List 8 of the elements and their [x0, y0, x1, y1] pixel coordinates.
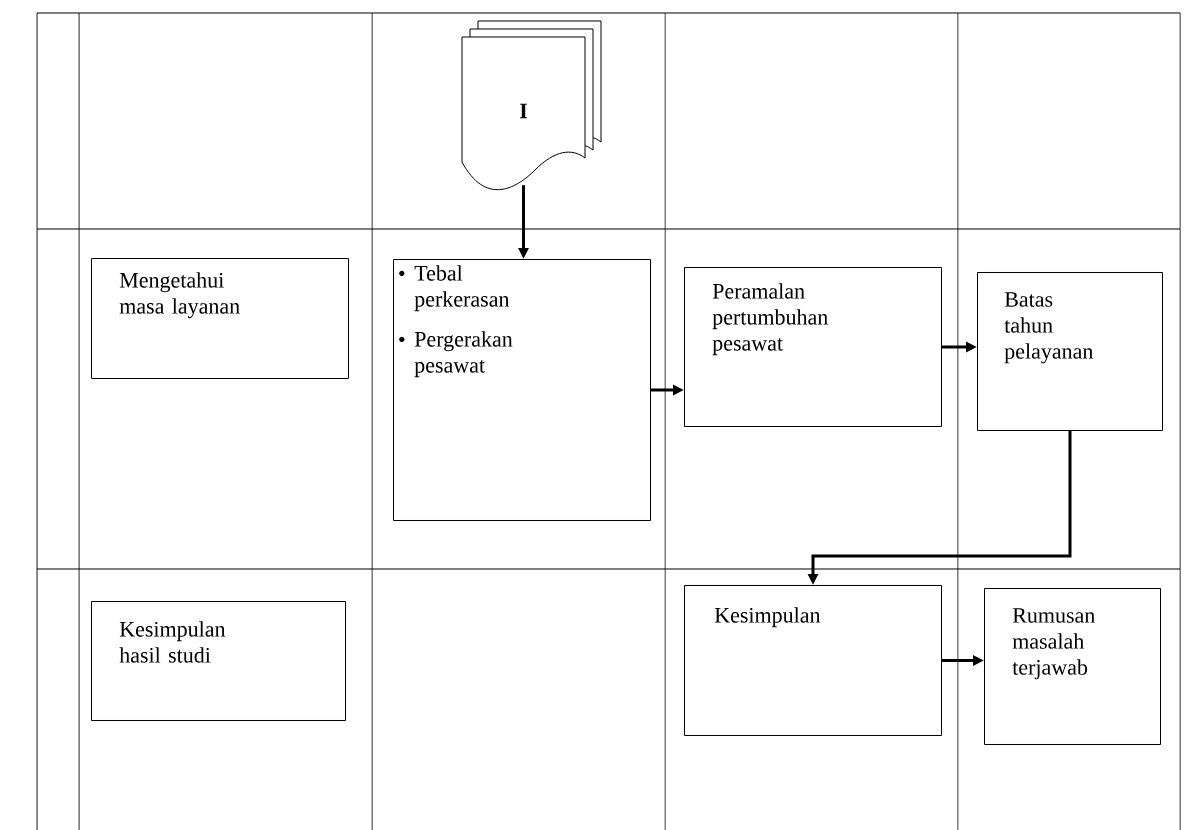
process-box: Kesimpulan — [684, 585, 942, 736]
process-box: Peramalan pertumbuhan pesawat — [684, 267, 942, 427]
process-box: Kesimpulan hasil studi — [91, 601, 346, 721]
process-box: Mengetahui masa layanan — [91, 258, 349, 379]
process-box: Tebal perkerasan Pergerakan pesawat — [393, 259, 651, 521]
process-box: Rumusan masalah terjawab — [984, 588, 1161, 745]
document-stack: I — [461, 20, 602, 191]
process-box: Batas tahun pelayanan — [977, 272, 1163, 431]
